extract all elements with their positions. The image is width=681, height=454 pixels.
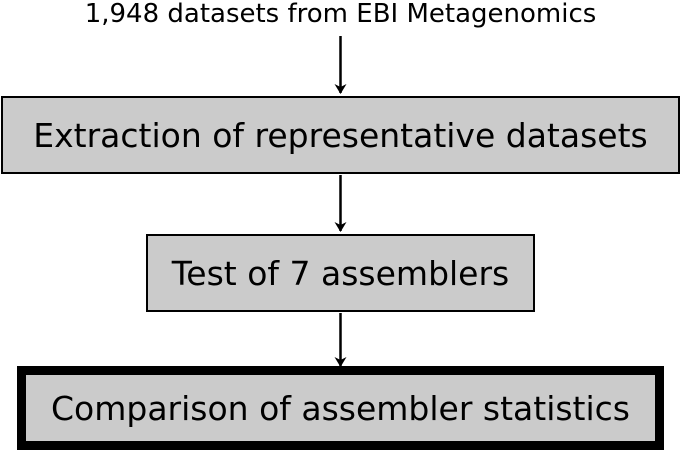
step-box-comparison: Comparison of assembler statistics bbox=[17, 366, 664, 450]
source-label: 1,948 datasets from EBI Metagenomics bbox=[84, 0, 597, 29]
step-label-assembler-test: Test of 7 assemblers bbox=[171, 253, 510, 293]
step-box-extraction: Extraction of representative datasets bbox=[1, 96, 680, 174]
step-label-comparison: Comparison of assembler statistics bbox=[51, 388, 630, 428]
step-label-extraction: Extraction of representative datasets bbox=[33, 115, 648, 155]
step-box-assembler-test: Test of 7 assemblers bbox=[146, 234, 535, 312]
